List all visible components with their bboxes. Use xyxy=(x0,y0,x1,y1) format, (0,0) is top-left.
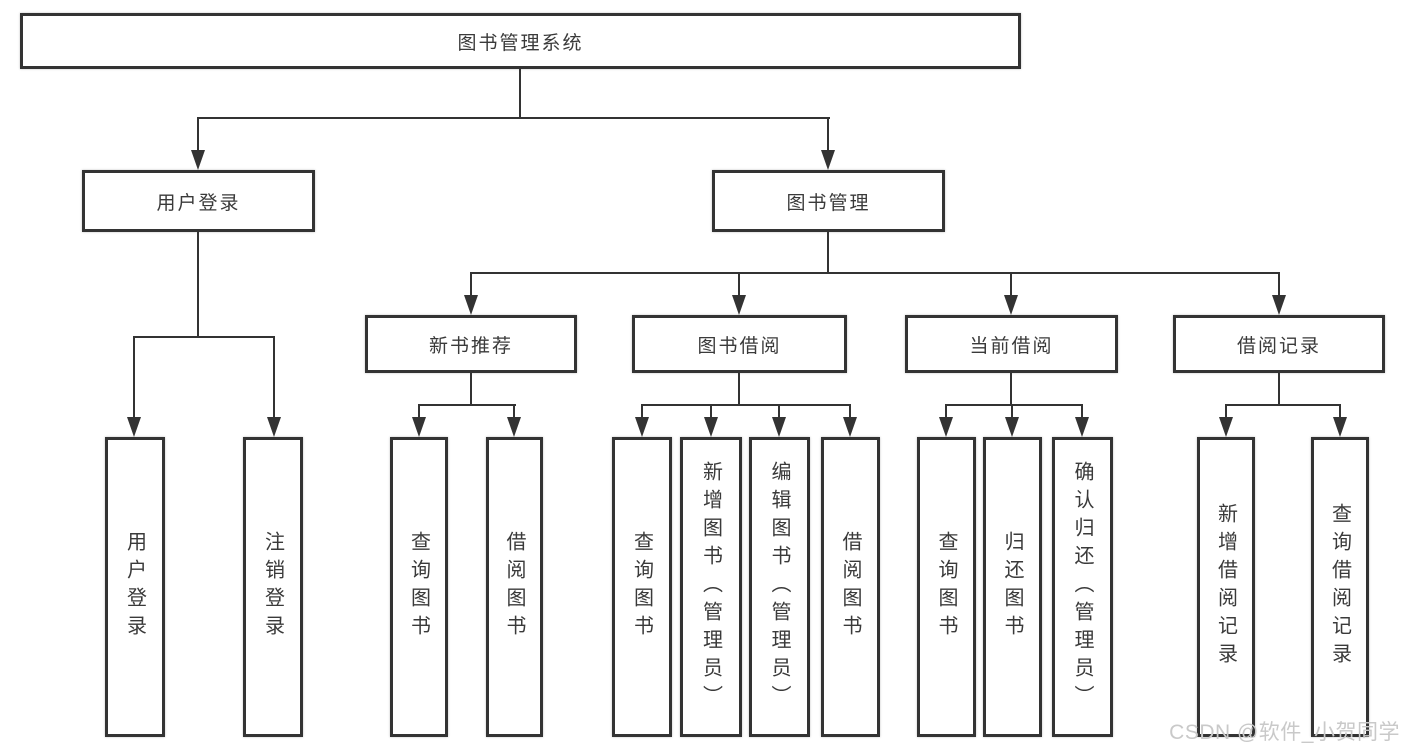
connector-hline xyxy=(945,404,1083,406)
connector-vline xyxy=(197,117,199,152)
leaf-query-books: 查询图书 xyxy=(612,437,672,737)
connector-vline xyxy=(470,272,472,297)
arrow-down-icon xyxy=(267,417,281,437)
node-borrowing-records: 借阅记录 xyxy=(1173,315,1385,373)
leaf-add-books-admin: 新增图书（管理员） xyxy=(680,437,742,737)
arrow-down-icon xyxy=(843,417,857,437)
watermark: CSDN @软件_小贺同学 xyxy=(1169,721,1400,744)
node-library-management-system: 图书管理系统 xyxy=(20,13,1021,69)
connector-vline xyxy=(519,69,521,118)
leaf-query-borrow-record: 查询借阅记录 xyxy=(1311,437,1369,737)
connector-vline xyxy=(1011,404,1013,419)
arrow-down-icon xyxy=(412,417,426,437)
connector-hline xyxy=(470,272,1280,274)
arrow-down-icon xyxy=(1333,417,1347,437)
connector-hline xyxy=(641,404,851,406)
leaf-return-books: 归还图书 xyxy=(983,437,1042,737)
connector-vline xyxy=(945,404,947,419)
node-book-borrowing: 图书借阅 xyxy=(632,315,847,373)
node-book-management: 图书管理 xyxy=(712,170,945,232)
leaf-borrow-books: 借阅图书 xyxy=(821,437,880,737)
connector-vline xyxy=(133,336,135,419)
arrow-down-icon xyxy=(1272,295,1286,315)
arrow-down-icon xyxy=(1075,417,1089,437)
leaf-borrow-books: 借阅图书 xyxy=(486,437,543,737)
node-current-borrowing: 当前借阅 xyxy=(905,315,1118,373)
connector-vline xyxy=(738,373,740,406)
leaf-edit-books-admin: 编辑图书（管理员） xyxy=(749,437,810,737)
arrow-down-icon xyxy=(1005,417,1019,437)
arrow-down-icon xyxy=(1219,417,1233,437)
connector-vline xyxy=(849,404,851,419)
connector-vline xyxy=(273,336,275,419)
connector-vline xyxy=(1010,272,1012,297)
arrow-down-icon xyxy=(821,150,835,170)
connector-vline xyxy=(738,272,740,297)
connector-hline xyxy=(1225,404,1341,406)
arrow-down-icon xyxy=(939,417,953,437)
connector-vline xyxy=(778,404,780,419)
connector-vline xyxy=(1278,373,1280,406)
leaf-logout: 注销登录 xyxy=(243,437,303,737)
leaf-confirm-return-admin: 确认归还（管理员） xyxy=(1052,437,1113,737)
connector-vline xyxy=(418,404,420,419)
arrow-down-icon xyxy=(704,417,718,437)
arrow-down-icon xyxy=(772,417,786,437)
connector-vline xyxy=(1278,272,1280,297)
arrow-down-icon xyxy=(127,417,141,437)
connector-vline xyxy=(641,404,643,419)
leaf-user-login: 用户登录 xyxy=(105,437,165,737)
connector-vline xyxy=(470,373,472,406)
arrow-down-icon xyxy=(464,295,478,315)
arrow-down-icon xyxy=(507,417,521,437)
arrow-down-icon xyxy=(1004,295,1018,315)
connector-vline xyxy=(197,232,199,338)
arrow-down-icon xyxy=(191,150,205,170)
leaf-query-books: 查询图书 xyxy=(390,437,448,737)
connector-hline xyxy=(133,336,275,338)
connector-vline xyxy=(827,117,829,152)
connector-vline xyxy=(1010,373,1012,406)
connector-vline xyxy=(710,404,712,419)
connector-vline xyxy=(827,232,829,274)
leaf-add-borrow-record: 新增借阅记录 xyxy=(1197,437,1255,737)
connector-vline xyxy=(1339,404,1341,419)
arrow-down-icon xyxy=(732,295,746,315)
node-user-login: 用户登录 xyxy=(82,170,315,232)
connector-hline xyxy=(197,117,830,119)
node-new-book-recommendation: 新书推荐 xyxy=(365,315,577,373)
arrow-down-icon xyxy=(635,417,649,437)
connector-vline xyxy=(1225,404,1227,419)
connector-hline xyxy=(418,404,516,406)
connector-vline xyxy=(513,404,515,419)
leaf-query-books: 查询图书 xyxy=(917,437,976,737)
connector-vline xyxy=(1081,404,1083,419)
